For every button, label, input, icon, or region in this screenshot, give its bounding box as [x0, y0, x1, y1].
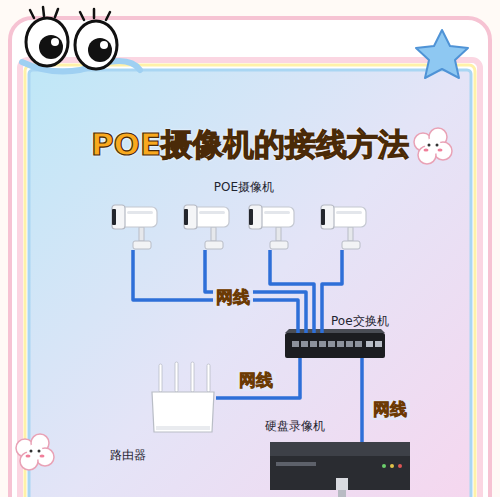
bullet-camera: [321, 205, 366, 249]
flower-cloud: [414, 128, 452, 164]
poe-switch: [285, 329, 385, 358]
nvr-box: 硬盘录像机: [270, 442, 410, 490]
network-cable: [133, 250, 342, 333]
diagram-title: POE摄像机的接线方法: [0, 124, 500, 166]
cable-label: 网线: [213, 288, 253, 308]
cable-label: 网线: [236, 371, 276, 391]
cable-label: 网线: [370, 400, 410, 420]
node-label: Poe交换机: [331, 314, 389, 328]
network-cable: [360, 358, 364, 442]
router-box: 路由器: [108, 362, 216, 462]
node-label: 路由器: [110, 448, 146, 462]
flower-cloud: [16, 434, 54, 470]
bullet-camera: [249, 205, 294, 249]
star: [416, 30, 468, 78]
bullet-camera: [184, 205, 229, 249]
network-cable: [216, 358, 300, 398]
bullet-camera: [112, 205, 157, 249]
poe-switch-box: Poe交换机: [285, 333, 385, 358]
camera-group: POE摄像机: [108, 180, 380, 250]
node-label: 硬盘录像机: [265, 419, 325, 433]
nvr: [270, 442, 410, 497]
node-label: POE摄像机: [108, 180, 380, 194]
cartoon-eyes: [22, 7, 140, 72]
router: [152, 362, 214, 432]
